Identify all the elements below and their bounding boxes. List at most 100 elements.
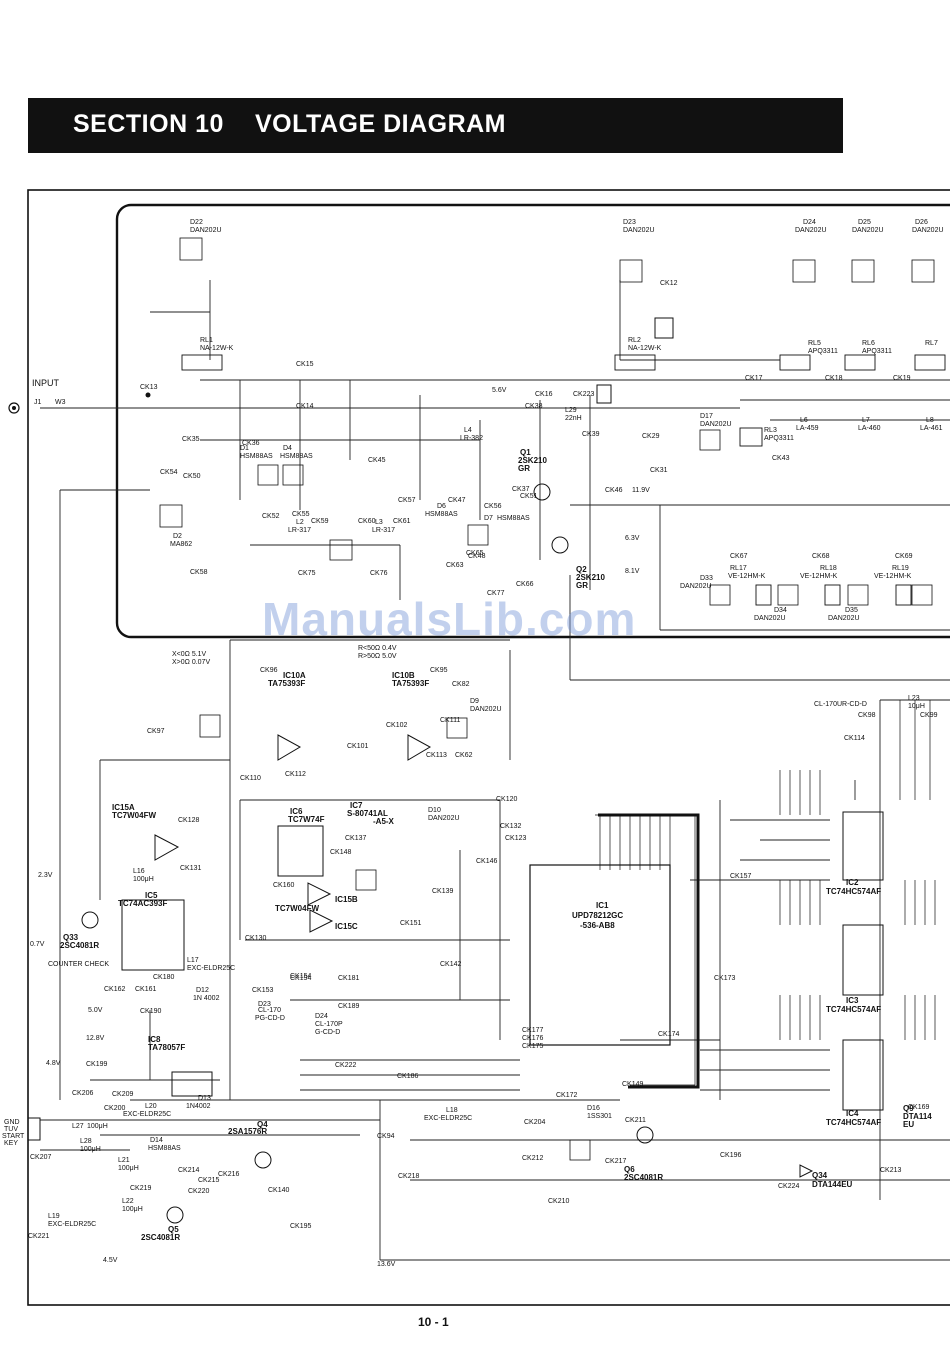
watermark: ManualsLib.com xyxy=(262,593,637,645)
ds23-ref: D23 xyxy=(258,1001,271,1008)
l19-part: EXC-ELDR25C xyxy=(48,1221,96,1228)
ck162-label: CK162 xyxy=(104,986,126,993)
rl3-part: APQ3311 xyxy=(764,435,794,442)
ck65-label: CK65 xyxy=(466,550,484,557)
rl6-ref: RL6 xyxy=(862,340,875,347)
ic7-sub: -A5-X xyxy=(373,817,395,826)
label-tuv: TUV xyxy=(4,1126,18,1133)
d17-part: DAN202U xyxy=(700,421,732,428)
voltage-r-gt: R>50Ω 5.0V xyxy=(358,653,397,660)
right-arrays xyxy=(779,700,936,1040)
ck16-label: CK16 xyxy=(535,391,553,398)
ck61-label: CK61 xyxy=(393,518,411,525)
q2-part: 2SK210 xyxy=(576,573,605,582)
ic5-part: TC74AC393F xyxy=(118,899,167,908)
ck215-label: CK215 xyxy=(198,1177,220,1184)
ck29-label: CK29 xyxy=(642,433,660,440)
ck186-label: CK186 xyxy=(397,1073,419,1080)
d25-part: DAN202U xyxy=(852,227,884,234)
ck142-label: CK142 xyxy=(440,961,462,968)
ck101-label: CK101 xyxy=(347,743,369,750)
ic8-ref: IC8 xyxy=(148,1035,161,1044)
ic4-ref: IC4 xyxy=(846,1109,859,1118)
ck76-label: CK76 xyxy=(370,570,388,577)
ck19-label: CK19 xyxy=(893,375,911,382)
rl2-part: NA-12W-K xyxy=(628,345,662,352)
d9-ref: D9 xyxy=(470,698,479,705)
q1-part: 2SK210 xyxy=(518,456,547,465)
ck97-label: CK97 xyxy=(147,728,165,735)
ck173-label: CK173 xyxy=(714,975,736,982)
q5-ref: Q5 xyxy=(168,1225,179,1234)
ic10a-part: TA75393F xyxy=(268,679,305,688)
ic5-body xyxy=(121,899,185,971)
ck131-label: CK131 xyxy=(180,865,202,872)
ck57-label: CK57 xyxy=(398,497,416,504)
voltage-12-8v: 12.8V xyxy=(86,1035,105,1042)
d10-ref: D10 xyxy=(428,807,441,814)
ck211-label: CK211 xyxy=(625,1117,646,1124)
ck177-label: CK177 xyxy=(522,1027,544,1034)
ck199-label: CK199 xyxy=(86,1061,108,1068)
q2-grade: GR xyxy=(576,581,588,590)
l23-ref: L23 xyxy=(908,695,920,702)
ic15b-ref: IC15B xyxy=(335,895,358,904)
ck60-label: CK60 xyxy=(358,518,376,525)
op-amps xyxy=(154,734,814,1178)
ck45-label: CK45 xyxy=(368,457,386,464)
q34-ref: Q34 xyxy=(812,1171,828,1180)
ic2-part: TC74HC574AF xyxy=(826,887,881,896)
q1-grade: GR xyxy=(518,464,530,473)
ck18-label: CK18 xyxy=(825,375,843,382)
ck218-label: CK218 xyxy=(398,1173,420,1180)
section-header: SECTION 10 VOLTAGE DIAGRAM xyxy=(28,98,843,153)
ck140-label: CK140 xyxy=(268,1187,290,1194)
l23-part: 10μH xyxy=(908,703,925,710)
ck190-label: CK190 xyxy=(140,1008,162,1015)
ck62-label: CK62 xyxy=(455,752,473,759)
input-label: INPUT xyxy=(32,378,60,388)
d2-ref: D2 xyxy=(173,533,182,540)
ic5-ref: IC5 xyxy=(145,891,158,900)
q9-part: DTA114 xyxy=(903,1112,932,1121)
ck206-label: CK206 xyxy=(72,1090,94,1097)
ic8-part: TA78057F xyxy=(148,1043,185,1052)
voltage-8-1v: 8.1V xyxy=(625,568,640,575)
d35-ref: D35 xyxy=(845,607,858,614)
d16-part: 1SS301 xyxy=(587,1113,612,1120)
ck47-label: CK47 xyxy=(448,497,466,504)
q2-ref: Q2 xyxy=(576,565,587,574)
l8-ref: L8 xyxy=(926,417,934,424)
q6-ref: Q6 xyxy=(624,1165,635,1174)
ic1-sub: -536-AB8 xyxy=(580,921,615,930)
rl5-ref: RL5 xyxy=(808,340,821,347)
l29-part: 22nH xyxy=(565,415,582,422)
ck216-label: CK216 xyxy=(218,1171,240,1178)
ck58-label: CK58 xyxy=(190,569,208,576)
ic3-part: TC74HC574AF xyxy=(826,1005,881,1014)
ck113-label: CK113 xyxy=(426,752,447,759)
q6-part: 2SC4081R xyxy=(624,1173,663,1182)
ck146-label: CK146 xyxy=(476,858,498,865)
ck153-label: CK153 xyxy=(252,987,274,994)
j2-connector xyxy=(27,1117,41,1141)
wiring xyxy=(40,280,950,1261)
d14-part: HSM88AS xyxy=(148,1145,181,1152)
ck148-label: CK148 xyxy=(330,849,352,856)
d7-ref: D7 xyxy=(484,515,493,522)
ck220-label: CK220 xyxy=(188,1188,210,1195)
l2-part: LR-317 xyxy=(288,527,311,534)
voltage-5-6v: 5.6V xyxy=(492,387,507,394)
ic15c-ref: IC15C xyxy=(335,922,358,931)
ic10b-ref: IC10B xyxy=(392,671,415,680)
ck169-label: CK169 xyxy=(908,1104,930,1111)
q34-part: DTA144EU xyxy=(812,1180,853,1189)
ic15a-ref: IC15A xyxy=(112,803,135,812)
l21-ref: L21 xyxy=(118,1157,130,1164)
voltage-4-8v: 4.8V xyxy=(46,1060,61,1067)
ck77-label: CK77 xyxy=(487,590,505,597)
bus-bundle xyxy=(598,813,700,1089)
l2-ref: L2 xyxy=(296,519,304,526)
ck99-label: CK99 xyxy=(920,712,938,719)
